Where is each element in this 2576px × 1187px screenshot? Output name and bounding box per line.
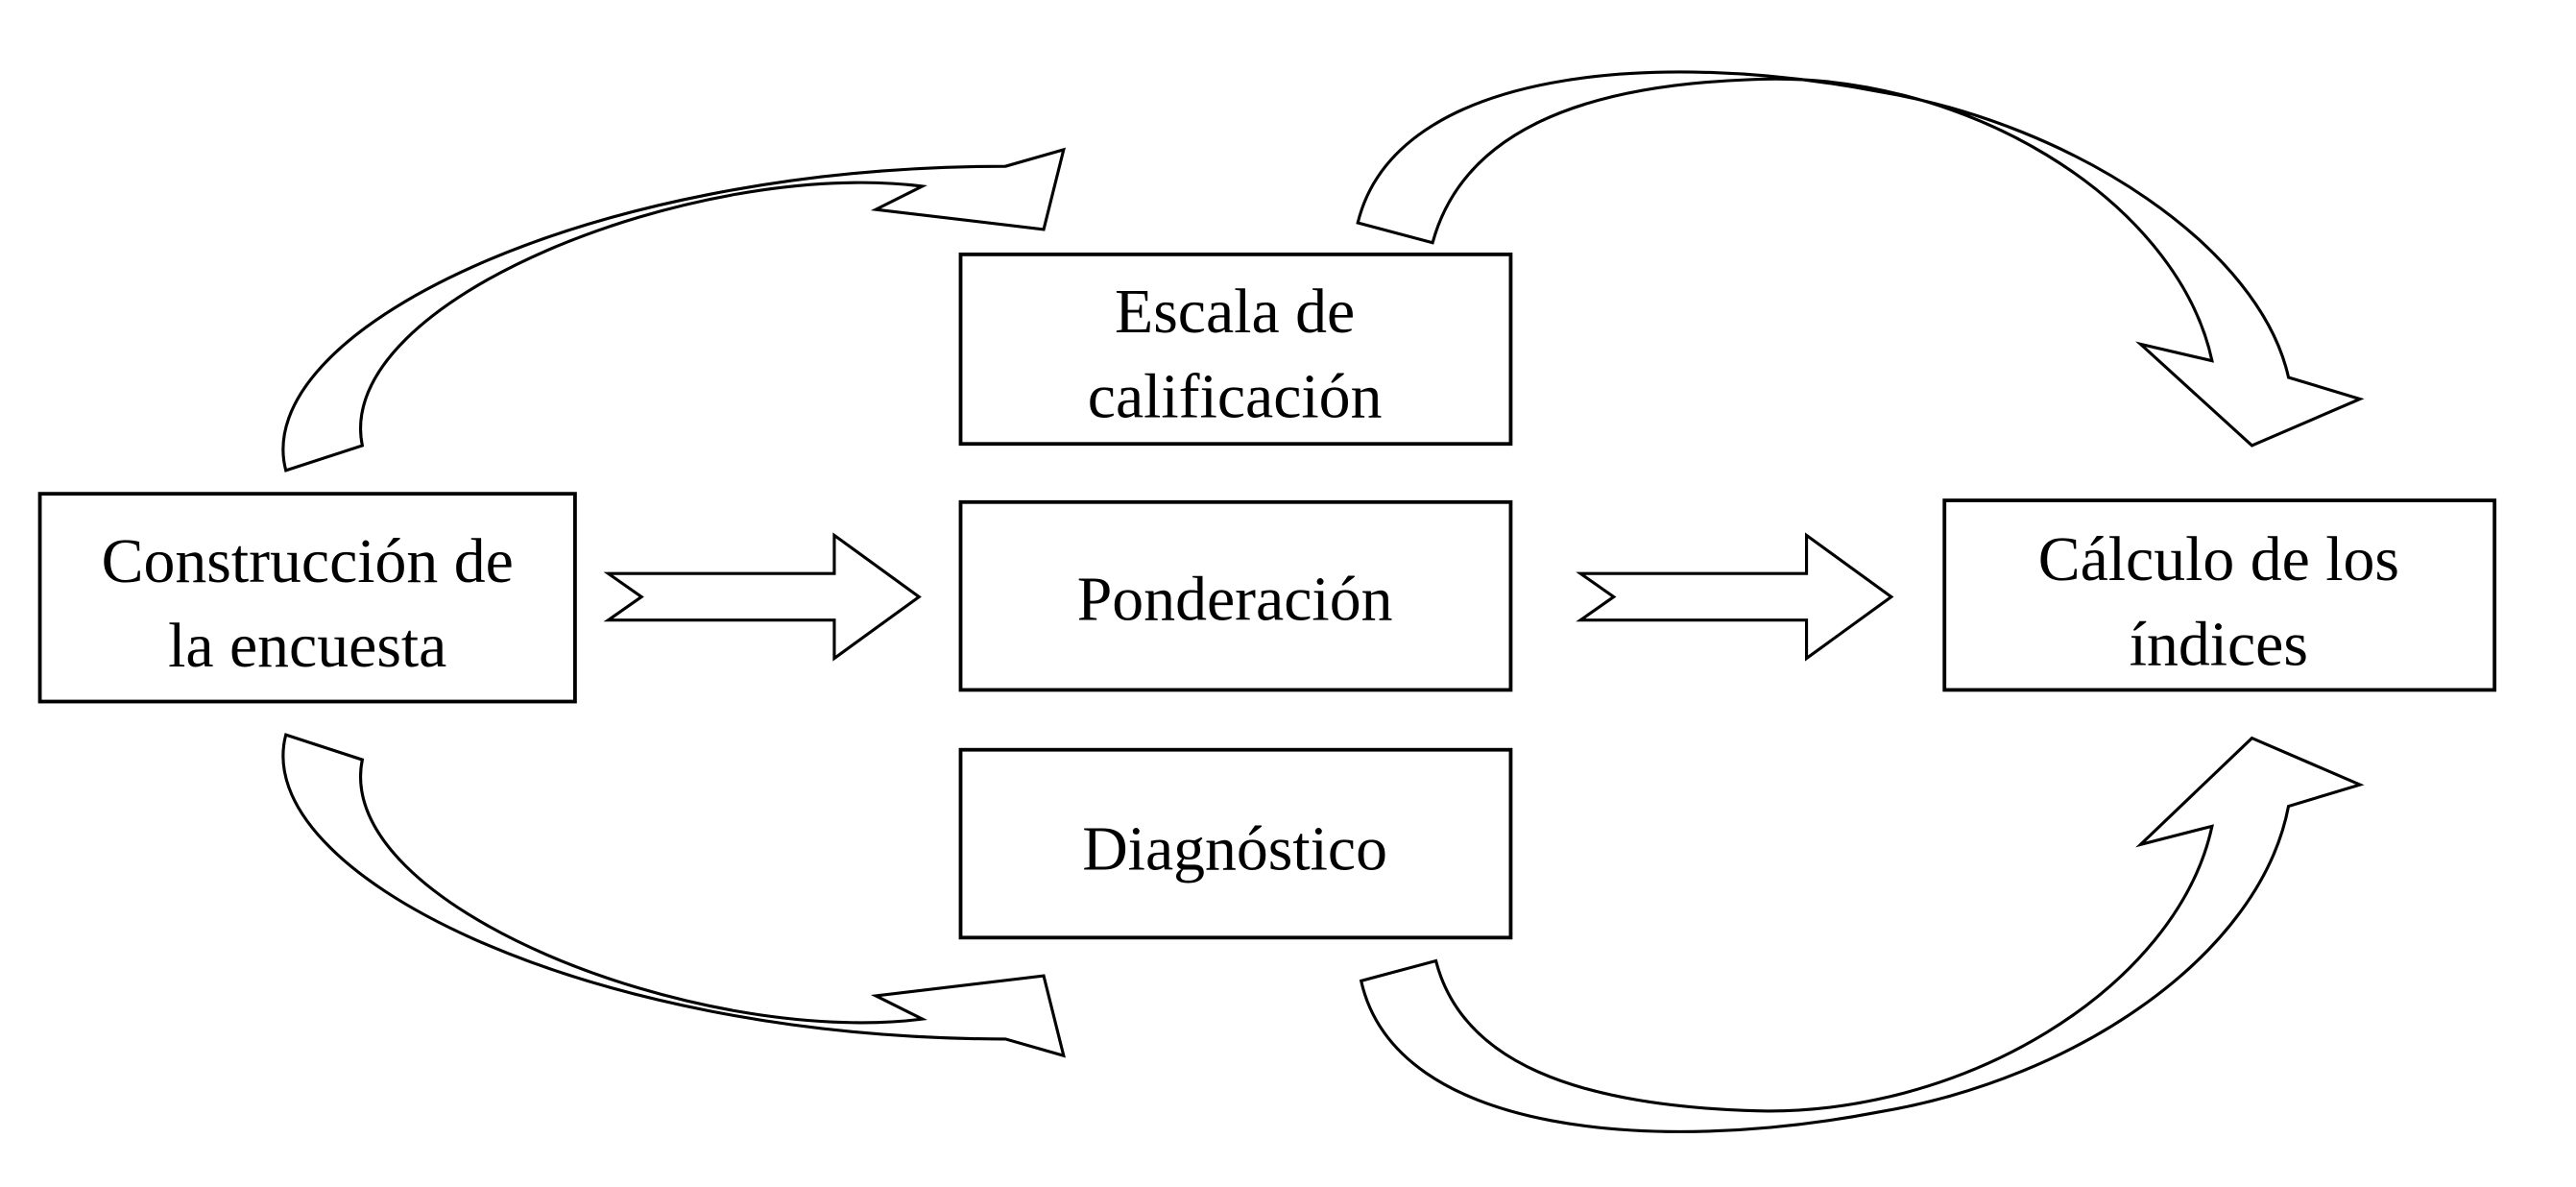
node-label: Construcción de — [102, 526, 514, 596]
node-ponderacion: Ponderación — [958, 499, 1513, 692]
curved-arrow-diagnostico-to-calculo — [1359, 736, 2365, 1133]
node-label: Escala de — [1115, 277, 1355, 347]
node-label: índices — [2130, 609, 2308, 679]
straight-arrow-to-ponderacion — [603, 532, 922, 662]
node-label: la encuesta — [168, 611, 446, 681]
node-diagnostico: Diagnóstico — [958, 747, 1513, 940]
curved-arrow-to-diagnostico — [281, 733, 1066, 1058]
node-calculo-indices: Cálculo de los índices — [1942, 498, 2497, 692]
curved-arrow-to-escala — [281, 147, 1066, 472]
straight-arrow-to-calculo — [1576, 532, 1894, 662]
curved-arrow-escala-to-calculo — [1356, 70, 2365, 448]
node-label: Cálculo de los — [2038, 524, 2399, 594]
node-label: Ponderación — [1077, 565, 1393, 635]
node-construccion-encuesta: Construcción de la encuesta — [37, 492, 577, 704]
node-label: Diagnóstico — [1082, 813, 1387, 884]
node-escala-calificacion: Escala de calificación — [958, 252, 1513, 447]
node-label: calificación — [1088, 362, 1383, 432]
